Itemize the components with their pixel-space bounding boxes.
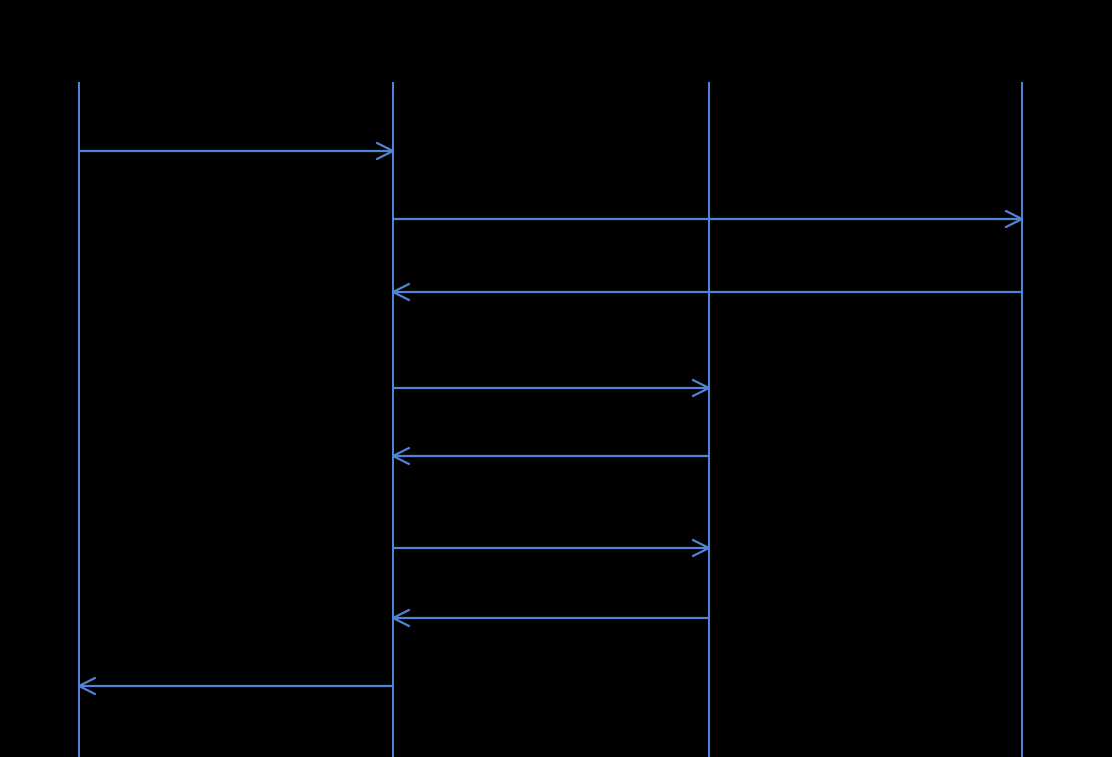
message-5[interactable] xyxy=(391,446,709,466)
messages-group xyxy=(77,141,1024,696)
message-arrowhead-1 xyxy=(375,141,395,161)
message-arrowhead-6 xyxy=(691,538,711,558)
message-arrowhead-4 xyxy=(691,378,711,398)
message-arrowhead-5 xyxy=(391,446,411,466)
message-arrowhead-2 xyxy=(1004,209,1024,229)
message-8[interactable] xyxy=(77,676,393,696)
message-2[interactable] xyxy=(393,209,1024,229)
lifelines-group xyxy=(77,82,1024,757)
message-1[interactable] xyxy=(79,141,395,161)
message-arrowhead-7 xyxy=(391,608,411,628)
message-6[interactable] xyxy=(393,538,711,558)
message-7[interactable] xyxy=(391,608,709,628)
message-3[interactable] xyxy=(391,282,1022,302)
message-arrowhead-3 xyxy=(391,282,411,302)
message-4[interactable] xyxy=(393,378,711,398)
message-arrowhead-8 xyxy=(77,676,97,696)
